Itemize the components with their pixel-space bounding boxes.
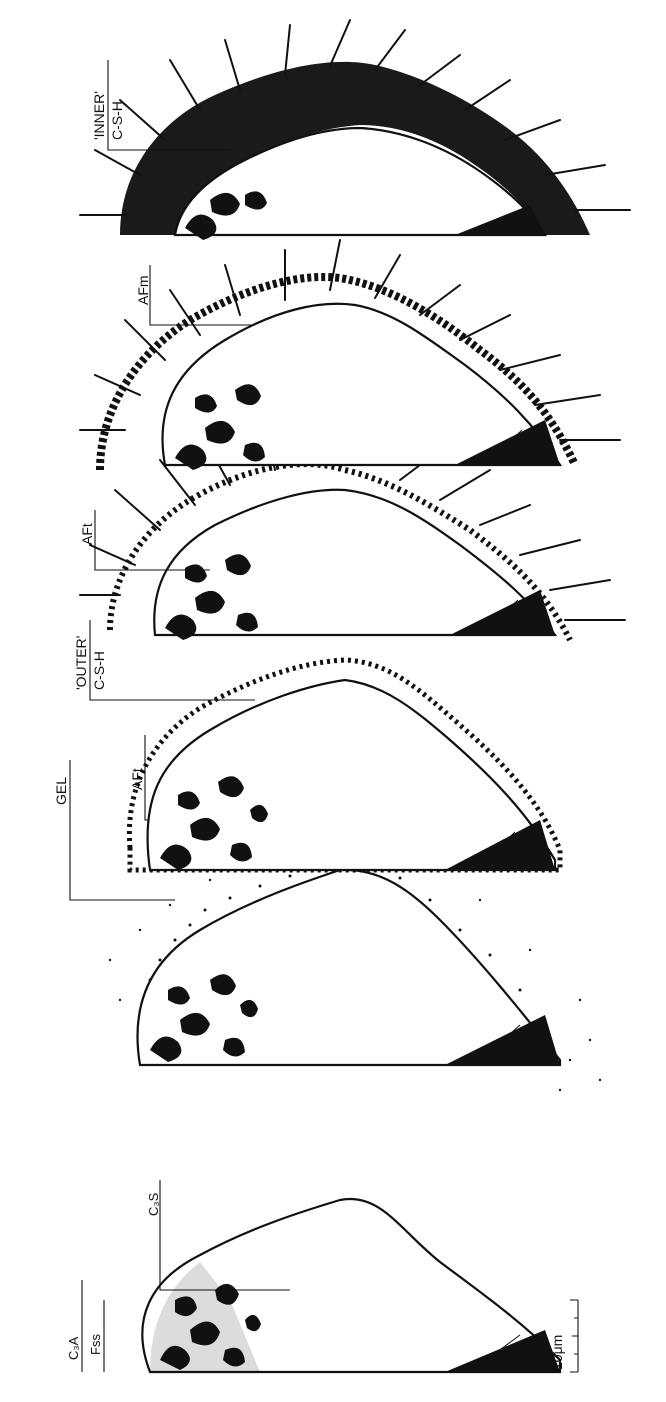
- scale-bar: 10μm: [549, 1300, 578, 1372]
- stage-5-afm: AFm: [80, 240, 620, 470]
- grain-outline: [148, 680, 556, 870]
- label-outer: 'OUTER': [73, 636, 89, 690]
- label-gel: GEL: [53, 777, 69, 805]
- label-csh-inner: C-S-H: [109, 101, 125, 140]
- label-csh-outer: C-S-H: [91, 651, 107, 690]
- stage-1-unhydrated-grain: C₃A Fss C₃S: [66, 1180, 560, 1372]
- label-fss: Fss: [88, 1334, 103, 1355]
- stage-5-leaders: [150, 265, 255, 325]
- label-afm: AFm: [135, 275, 151, 305]
- stage-6-inner-csh: 'INNER' C-S-H: [80, 20, 630, 240]
- label-c3s: C₃S: [146, 1192, 161, 1216]
- stage-3-outer-csh: 'OUTER' C-S-H: [73, 620, 560, 870]
- grain-outline: [138, 870, 561, 1065]
- scale-label: 10μm: [549, 1335, 565, 1370]
- label-c3a: C₃A: [66, 1336, 81, 1360]
- label-inner: 'INNER': [91, 91, 107, 140]
- label-aft-stage-4: AFt: [79, 523, 95, 545]
